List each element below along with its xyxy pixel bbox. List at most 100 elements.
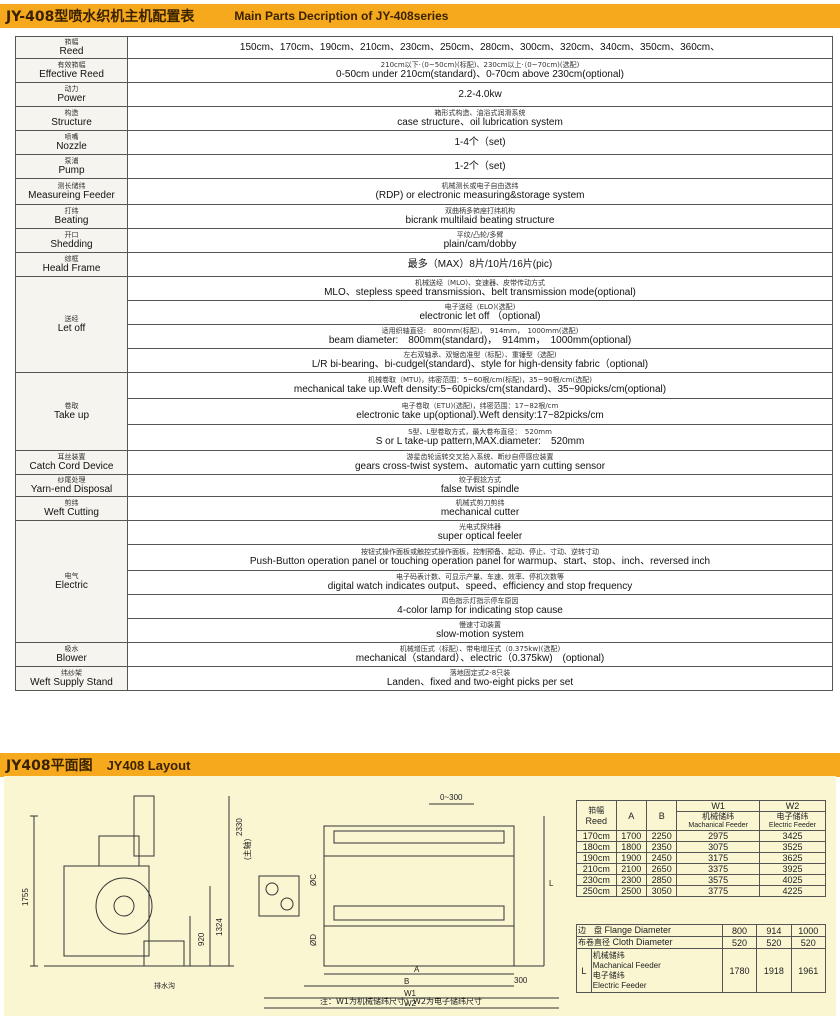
dim-cell: 3525: [758, 841, 827, 853]
spec-label-en: Take up: [53, 410, 90, 421]
spec-label-en: Structure: [51, 117, 92, 128]
diam-cell: 1961: [790, 948, 827, 993]
spec-value-cn: 机械式剪刀剪纬: [455, 499, 505, 507]
dim-cell: 2250: [645, 830, 678, 842]
spec-label-cn: 电气: [64, 572, 79, 580]
dim-w2: W2: [404, 999, 417, 1008]
diam-l-mf_cn: 机械储纬: [592, 950, 625, 960]
spec-label-en: Beating: [54, 215, 89, 226]
spec-value-cn: 游星齿轮运转交叉拾入系统、断纱自停感应装置: [406, 453, 554, 461]
spec-value-cn: S型、L型卷取方式，最大卷布直径： 520mm: [408, 428, 552, 436]
spec-value-cn: 箱形式构造、油浴式润滑系统: [434, 109, 526, 117]
dim-cell: 3075: [676, 841, 760, 853]
dim-l: L: [549, 879, 554, 888]
layout-drawing: 0~300 2330 (主轴) 1755 1324 920 ØC ØD A B …: [21, 793, 559, 1009]
spec-value-cell: 最多（MAX）8片/10片/16片(pic): [127, 252, 833, 277]
dim-head-b: B: [645, 800, 678, 831]
spec-value-en: super optical feeler: [437, 531, 523, 542]
drain-label: 排水沟: [154, 981, 175, 990]
spec-value-cn: 机械卷取（MTU)，纬密范围：5~60根/cm(标配)，35~90根/cm(选配…: [367, 376, 593, 384]
diam-l-ef_en: Electric Feeder: [592, 980, 647, 990]
spec-label-cn: 综框: [64, 255, 79, 263]
dim-cell: 2975: [676, 830, 760, 842]
spec-label-cn: 有效筘幅: [57, 61, 86, 69]
spec-label-en: Reed: [59, 46, 84, 57]
spec-label-cn: 开口: [64, 231, 79, 239]
spec-label-en: Let off: [57, 323, 86, 334]
dim-cell: 3575: [676, 874, 760, 886]
dim-cell: 3175: [676, 852, 760, 864]
dim-head-w1-en: Machanical Feeder: [688, 822, 748, 829]
dim-head-a: A: [615, 800, 648, 831]
spec-value-en: 最多（MAX）8片/10片/16片(pic): [407, 258, 553, 270]
dim-od: ØD: [309, 934, 318, 946]
side-post: [133, 795, 155, 857]
spec-value-en: case structure、oil lubrication system: [397, 117, 563, 128]
spec-value-en: electronic let off （optional): [419, 311, 541, 322]
spec-label-cn: 泵浦: [64, 157, 79, 165]
dim-cell: 250cm: [576, 885, 617, 897]
spec-label-cn: 剪纬: [64, 499, 79, 507]
dim-a: A: [414, 965, 420, 974]
spec-value-en: 150cm、170cm、190cm、210cm、230cm、250cm、280c…: [239, 41, 721, 53]
spec-value-cell: 150cm、170cm、190cm、210cm、230cm、250cm、280c…: [127, 36, 833, 59]
dim-cell: 3425: [758, 830, 827, 842]
spec-label-en: Weft Cutting: [44, 507, 99, 518]
spec-value-cell: 1-4个（set): [127, 130, 833, 155]
dim-cell: 3625: [758, 852, 827, 864]
dim-cell: 3050: [645, 885, 678, 897]
spec-row: 左右双轴承、双锯齿准型（标配）、重锤型（选配)L/R bi-bearing、bi…: [16, 348, 833, 373]
layout-note: 注：W1为机械储纬尺寸；W2为电子储纬尺寸: [320, 997, 482, 1006]
dim-cell: 210cm: [576, 863, 617, 875]
spec-label-en: Power: [57, 93, 86, 104]
spec-label-cn: 耳丝装置: [57, 453, 86, 461]
dim-cell: 1700: [615, 830, 648, 842]
spec-value-cn: 210cm以下·（0~50cm)(标配)、230cm以上·（0~70cm)(选配…: [380, 61, 580, 69]
dim-main: (主轴): [242, 838, 252, 860]
spec-value-en: L/R bi-bearing、bi-cudgel(standard)、style…: [311, 359, 649, 370]
dim-1324: 1324: [215, 918, 224, 936]
weft-stand: [258, 875, 300, 917]
dim-cell: 2100: [615, 863, 648, 875]
diam-cell: 520: [756, 936, 792, 949]
dim-cell: 3925: [758, 863, 827, 875]
dim-head-reed-cn: 筘幅: [588, 805, 605, 815]
spec-value-en: 4-color lamp for indicating stop cause: [397, 605, 563, 616]
dim-300: 300: [514, 976, 528, 985]
spec-value-en: Landen、fixed and two-eight picks per set: [386, 677, 574, 688]
spec-value-cn: 绞子假捻方式: [459, 476, 501, 484]
spec-value-cn: 落地固定式2-8只装: [449, 669, 511, 677]
spec-value-en: mechanical（standard）、electric（0.375kw) (…: [355, 653, 605, 664]
dim-cell: 2350: [645, 841, 678, 853]
dim-cell: 4225: [758, 885, 827, 897]
spec-value-cell: 2.2-4.0kw: [127, 82, 833, 107]
side-upper: [98, 835, 140, 867]
